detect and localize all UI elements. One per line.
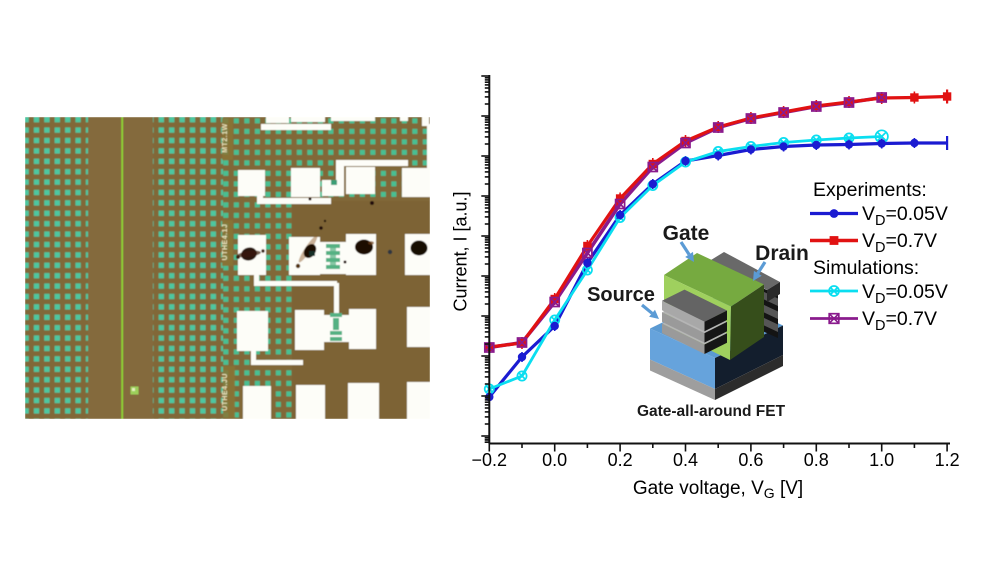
svg-text:Experiments:: Experiments:	[813, 179, 927, 201]
svg-text:Gate-all-around FET: Gate-all-around FET	[637, 403, 786, 420]
svg-text:Gate voltage, VG [V]: Gate voltage, VG [V]	[633, 478, 803, 501]
svg-text:Source: Source	[587, 284, 655, 306]
svg-text:Gate: Gate	[663, 222, 710, 245]
svg-text:VD=0.7V: VD=0.7V	[862, 308, 937, 334]
svg-text:Drain: Drain	[755, 242, 809, 265]
svg-text:0.2: 0.2	[608, 450, 633, 470]
svg-text:UTHE4.1J: UTHE4.1J	[222, 224, 229, 261]
svg-text:VD=0.7V: VD=0.7V	[862, 230, 937, 256]
svg-text:Simulations:: Simulations:	[813, 257, 919, 279]
svg-text:0.0: 0.0	[542, 450, 567, 470]
svg-text:1.2: 1.2	[935, 450, 960, 470]
svg-text:MT2.1W: MT2.1W	[222, 123, 229, 152]
svg-text:VD=0.05V: VD=0.05V	[862, 203, 948, 229]
svg-text:1.0: 1.0	[869, 450, 894, 470]
svg-text:0.6: 0.6	[738, 450, 763, 470]
svg-text:UTHE4.JU: UTHE4.JU	[222, 373, 229, 411]
svg-text:0.4: 0.4	[673, 450, 698, 470]
svg-text:Current, I [a.u.]: Current, I [a.u.]	[451, 191, 471, 311]
svg-text:0.8: 0.8	[804, 450, 829, 470]
svg-text:−0.2: −0.2	[472, 450, 508, 470]
